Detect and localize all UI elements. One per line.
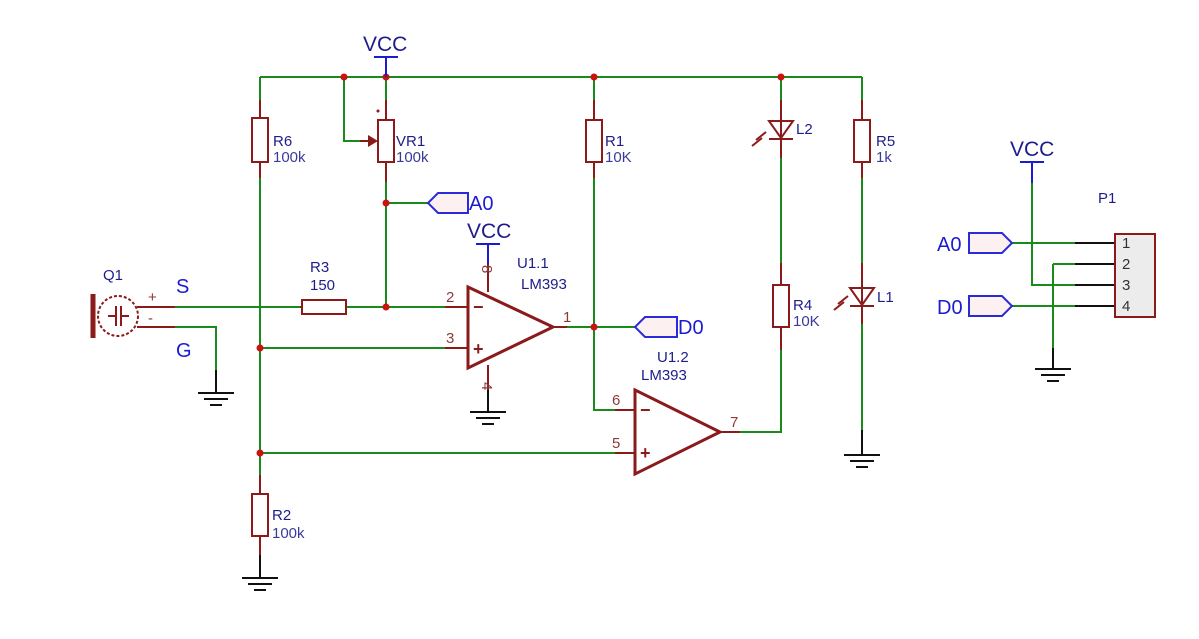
p1-pin-4: 4 [1122, 298, 1130, 315]
svg-text:−: − [640, 400, 651, 420]
svg-text:U1.1: U1.1 [517, 255, 549, 272]
svg-text:3: 3 [446, 330, 454, 347]
r1-wire [593, 77, 615, 411]
svg-text:R3: R3 [310, 259, 329, 276]
microphone-q1[interactable]: Q1 + - S G [90, 267, 192, 362]
ground-l1-icon [844, 430, 880, 468]
p1-pin-2: 2 [1122, 256, 1130, 273]
p1-pin-leads [1075, 242, 1115, 307]
resistor-r5[interactable]: R5 1k [853, 100, 895, 178]
svg-text:A0: A0 [469, 193, 493, 215]
svg-text:P1: P1 [1098, 190, 1116, 207]
svg-text:+: + [640, 443, 651, 463]
svg-text:100k: 100k [273, 149, 306, 166]
svg-text:+: + [473, 339, 484, 359]
svg-text:7: 7 [730, 414, 738, 431]
svg-text:VR1: VR1 [396, 133, 425, 150]
svg-text:R4: R4 [793, 297, 812, 314]
vcc-symbol-u11: VCC [467, 220, 511, 264]
p1-pin-3: 3 [1122, 277, 1130, 294]
svg-text:R6: R6 [273, 133, 292, 150]
svg-text:D0: D0 [678, 317, 704, 339]
resistor-r6[interactable]: R6 100k [251, 100, 306, 178]
svg-text:R1: R1 [605, 133, 624, 150]
p1-pin-1: 1 [1122, 235, 1130, 252]
svg-text:−: − [473, 297, 484, 317]
net-port-a0-p1[interactable]: A0 [937, 232, 1014, 256]
svg-text:150: 150 [310, 277, 335, 294]
resistor-r4[interactable]: R4 10K [772, 263, 820, 350]
ground-u11-icon [470, 390, 506, 425]
svg-text:A0: A0 [937, 234, 961, 256]
svg-text:LM393: LM393 [641, 367, 687, 384]
svg-text:8: 8 [478, 265, 495, 273]
svg-text:100k: 100k [396, 149, 429, 166]
l2-r4-wire [740, 77, 782, 433]
vr1-wiper-wire [343, 77, 370, 142]
junction [590, 73, 598, 81]
ground-p1-icon [1035, 348, 1071, 382]
svg-text:4: 4 [478, 382, 495, 390]
svg-text:1: 1 [563, 309, 571, 326]
svg-text:VCC: VCC [1010, 138, 1054, 161]
svg-text:100k: 100k [272, 525, 305, 542]
resistor-r3[interactable]: R3 150 [300, 259, 347, 315]
junction [382, 303, 390, 311]
led-l1[interactable]: L1 [833, 263, 894, 324]
svg-text:-: - [148, 310, 153, 327]
svg-text:L2: L2 [796, 121, 813, 138]
svg-text:2: 2 [446, 289, 454, 306]
comparator-u11[interactable]: − + 2 3 1 8 4 U1.1 LM393 [445, 255, 571, 390]
svg-text:R2: R2 [272, 507, 291, 524]
svg-text:U1.2: U1.2 [657, 349, 689, 366]
svg-text:R5: R5 [876, 133, 895, 150]
svg-text:VCC: VCC [363, 33, 407, 56]
junction [382, 199, 390, 207]
vcc-symbol-top: VCC [363, 33, 407, 77]
svg-text:6: 6 [612, 392, 620, 409]
svg-text:5: 5 [612, 435, 620, 452]
junction [256, 449, 264, 457]
svg-text:1k: 1k [876, 149, 892, 166]
junction [340, 73, 348, 81]
connector-p1[interactable]: P1 1 2 3 4 [1098, 190, 1156, 318]
svg-text:G: G [176, 340, 192, 362]
ground-r2-icon [242, 555, 278, 591]
svg-text:VCC: VCC [467, 220, 511, 243]
junction [777, 73, 785, 81]
svg-text:10K: 10K [793, 313, 820, 330]
net-port-d0-p1[interactable]: D0 [937, 295, 1014, 319]
resistor-r2[interactable]: R2 100k [251, 475, 305, 555]
svg-text:+: + [148, 289, 157, 306]
svg-text:LM393: LM393 [521, 276, 567, 293]
junction [256, 344, 264, 352]
junctions [256, 73, 785, 457]
svg-text:D0: D0 [937, 297, 963, 319]
g-wire [175, 326, 217, 370]
led-l2[interactable]: L2 [751, 100, 813, 158]
p1-vcc-wire [1031, 183, 1075, 286]
svg-text:S: S [176, 276, 189, 298]
net-port-a0[interactable]: A0 [426, 192, 493, 215]
svg-text:10K: 10K [605, 149, 632, 166]
potentiometer-vr1[interactable]: VR1 100k [360, 100, 429, 182]
svg-text:Q1: Q1 [103, 267, 123, 284]
ground-q1-icon [198, 370, 234, 406]
comparator-u12[interactable]: − + 6 5 7 U1.2 LM393 [612, 349, 740, 477]
net-port-d0[interactable]: D0 [633, 316, 704, 339]
junction [590, 323, 598, 331]
vcc-symbol-p1: VCC [1010, 138, 1054, 183]
resistor-r1[interactable]: R1 10K [585, 100, 632, 178]
svg-text:L1: L1 [877, 289, 894, 306]
